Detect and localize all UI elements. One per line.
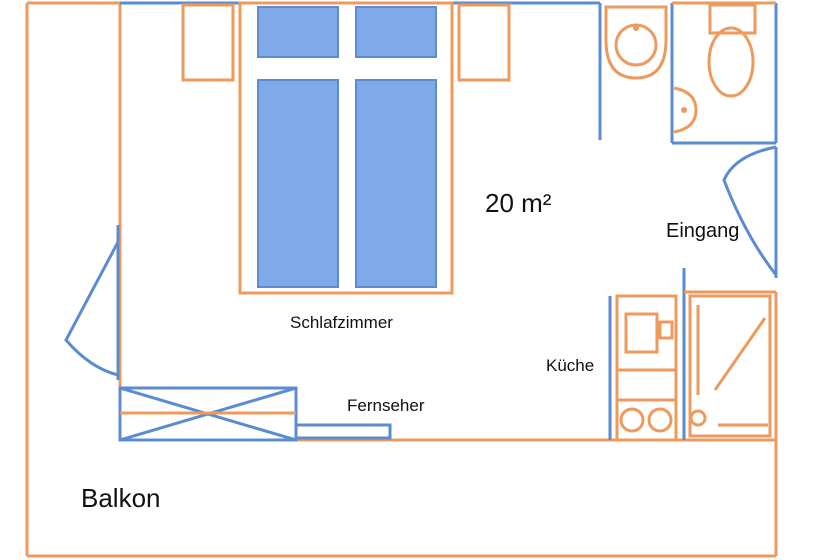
area-label: 20 m² bbox=[485, 188, 552, 218]
balcony-door bbox=[64, 225, 120, 380]
bathroom bbox=[598, 1, 778, 145]
sink-icon bbox=[604, 5, 668, 80]
toilet-paper-icon bbox=[673, 86, 698, 134]
pillow-left bbox=[257, 6, 339, 58]
pillow-right bbox=[355, 6, 437, 58]
wardrobe bbox=[118, 386, 298, 442]
entrance-label: Eingang bbox=[666, 220, 739, 242]
balcony-label: Balkon bbox=[81, 483, 161, 513]
mattress-right bbox=[355, 79, 437, 288]
stove-icon bbox=[615, 294, 678, 442]
shower bbox=[682, 268, 778, 440]
entrance-door bbox=[722, 145, 778, 278]
kitchen bbox=[608, 294, 678, 442]
bedroom-label: Schlafzimmer bbox=[290, 313, 393, 332]
tv-label: Fernseher bbox=[347, 396, 425, 415]
tv-icon bbox=[294, 423, 392, 440]
mattress-left bbox=[257, 79, 339, 288]
kitchen-label: Küche bbox=[546, 356, 594, 375]
toilet-icon bbox=[707, 3, 757, 98]
bed bbox=[181, 1, 511, 295]
